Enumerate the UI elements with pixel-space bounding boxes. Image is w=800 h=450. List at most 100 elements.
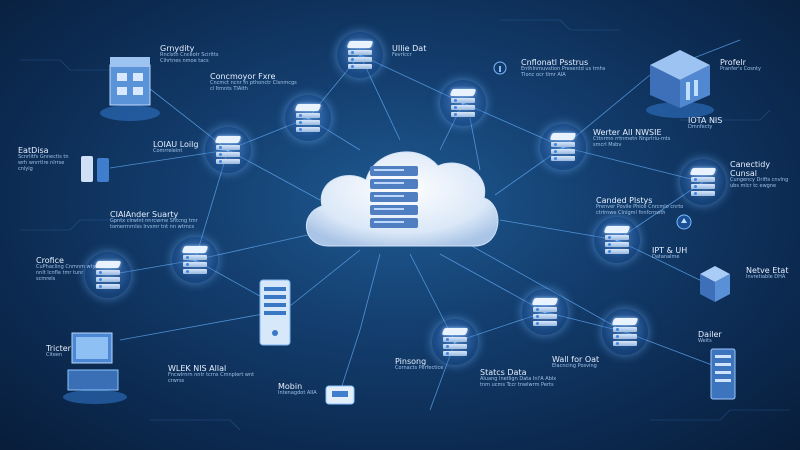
server-stack-icon <box>603 226 631 254</box>
server-node <box>205 127 251 173</box>
label-desc: Aluang Inetlign Data Inl'A Ablx tnm ucms… <box>480 376 557 388</box>
server-node <box>85 252 131 298</box>
label-title: Profelr <box>720 58 746 67</box>
label-title: Werter AlI NWSIE <box>593 128 662 137</box>
label-desc: Invretiable DHA <box>746 274 786 281</box>
building-icon <box>100 57 160 121</box>
label-title: EatDisa <box>18 146 49 155</box>
label-desc: Weits <box>698 338 712 345</box>
server-stack-icon <box>294 104 322 132</box>
label-desc: Gpntx clrwlnt nnrcwme Shtcng tmr tomerrn… <box>110 218 198 230</box>
label-desc: Cornacts Perfectice <box>395 365 444 372</box>
label-title: WLEK NIS Allal <box>168 364 227 373</box>
label-title: CIAlAnder Suarty <box>110 210 179 219</box>
label-title: IOTA NIS <box>688 116 723 125</box>
server-stack-icon <box>441 328 469 356</box>
server-stack-icon <box>449 89 477 117</box>
server-stack-icon <box>214 136 242 164</box>
server-stack-icon <box>549 133 577 161</box>
label-desc: Citeen <box>46 352 63 359</box>
security-icon <box>676 214 692 230</box>
label-title: LOIAU Loilg <box>153 140 199 149</box>
label-desc: Prenver Povile Phice Cnrcmlo cnrto ctrlr… <box>596 204 684 216</box>
server-stack-icon <box>531 298 559 326</box>
label-title: Cnflonatl Psstrus <box>521 58 589 67</box>
label-title: Pinsong <box>395 357 427 366</box>
server-node <box>594 217 640 263</box>
label-title: Canectidy Cunsal <box>730 160 771 179</box>
workstation-icon <box>63 332 127 404</box>
server-node <box>680 159 726 205</box>
server-tower-icon <box>259 279 291 346</box>
label-title: IPT & UH <box>652 246 688 255</box>
label-desc: Comrreleint <box>153 148 183 155</box>
server-stack-icon <box>181 246 209 274</box>
label-desc: Datanalme <box>652 254 680 261</box>
server-stack-icon <box>94 261 122 289</box>
label-desc: CuPhacling Cnmnm wty nnlt Icnfle tmr tun… <box>36 264 96 282</box>
label-desc: Intenagdot AIIA <box>278 390 317 397</box>
label-title: Crofice <box>36 256 64 265</box>
label-desc: Scnrlitfs Gnnectis tn wrh wnrrtlre nlrrs… <box>18 154 69 172</box>
label-title: Netve Etat <box>746 266 789 275</box>
server-stack-icon <box>346 41 374 69</box>
server-node <box>602 309 648 355</box>
router-icon <box>325 385 355 405</box>
server-node <box>522 289 568 335</box>
label-title: Tricter <box>46 344 71 353</box>
label-desc: Elacncing Posving <box>552 363 597 370</box>
server-node <box>172 237 218 283</box>
database-icon <box>81 156 109 182</box>
label-title: Grnydity <box>160 44 195 53</box>
server-stack-icon <box>689 168 717 196</box>
server-node <box>285 95 331 141</box>
server-node <box>337 32 383 78</box>
server-node <box>440 80 486 126</box>
label-desc: Rnclsth Cnceotr Scirltts Cihrtnes nmoe t… <box>160 52 219 64</box>
label-title: Wall for Oat <box>552 355 600 364</box>
server-stack-icon <box>611 318 639 346</box>
label-desc: Fncwlrnrn nntr tcrns Cmnplert wnt crwrss <box>168 372 255 384</box>
label-title: Mobin <box>278 382 303 391</box>
label-title: UIlie Dat <box>392 44 427 53</box>
label-desc: Dmnfecty <box>688 124 713 131</box>
info-icon <box>493 61 507 75</box>
server-node <box>540 124 586 170</box>
label-desc: Cncmct ncnr fn pthonctr Clsnmcgs cl Itmn… <box>210 80 297 92</box>
cloud-icon <box>306 151 499 247</box>
label-title: Concmoyor Fxre <box>210 72 276 81</box>
cube-device-icon <box>700 266 730 302</box>
label-desc: Cttnrmn rrtnmetn Nnprlriu-mts smcrl Msbv <box>593 136 671 148</box>
label-desc: Pranfer's Cosnty <box>720 66 761 73</box>
label-title: Statcs Data <box>480 368 527 377</box>
data-center-icon <box>646 50 714 118</box>
label-desc: EnthInmuvstion Presentd us tmhs Tlonc oc… <box>521 66 606 78</box>
label-desc: Fevrlccr <box>392 52 412 59</box>
label-title: Dailer <box>698 330 722 339</box>
label-desc: Cungency Drifts cnvlng ubs mlcr tc ewgne <box>730 177 789 190</box>
label-title: Canded Plstys <box>596 196 653 205</box>
server-node <box>432 319 478 365</box>
